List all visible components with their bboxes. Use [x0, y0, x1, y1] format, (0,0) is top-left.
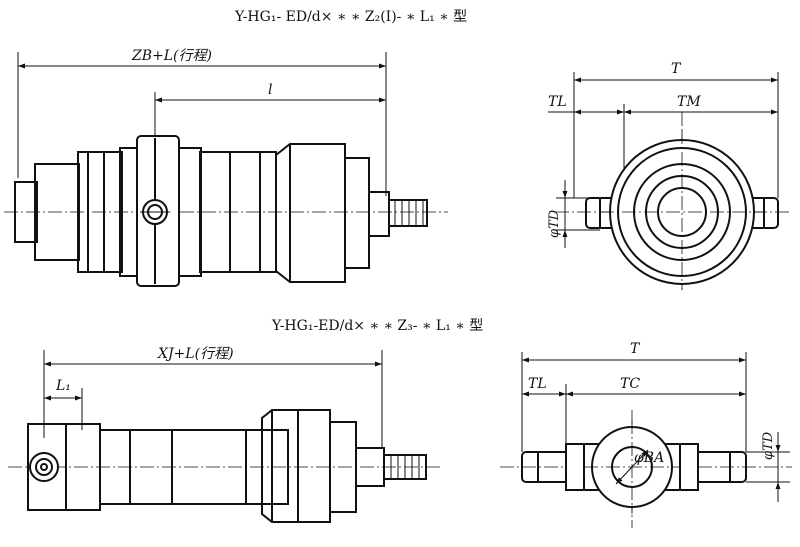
top-side-view: ZB+L(行程) l: [4, 48, 448, 287]
dim-l-label: l: [268, 82, 272, 98]
dim-tm-label: TM: [677, 94, 701, 110]
top-end-view: T TL TM φTD: [547, 61, 792, 290]
dim-tl-bottom-label: TL: [528, 376, 547, 392]
rear-trunnion-pin: [29, 452, 59, 482]
dim-l1-label: L₁: [55, 378, 71, 394]
bottom-side-view: XJ+L(行程) L₁: [8, 346, 440, 523]
bottom-end-view: T TL TC φTD φBA: [500, 341, 792, 528]
dim-zb-label: ZB+L(行程): [131, 48, 212, 64]
dim-tc-label: TC: [620, 376, 640, 392]
dim-t-bottom-label: T: [630, 341, 641, 357]
barrel: [99, 429, 289, 505]
dim-t-label: T: [671, 61, 682, 77]
dimension-ba: [615, 449, 649, 485]
dim-tl-label: TL: [548, 94, 567, 110]
dim-td-bottom-label: φTD: [761, 431, 776, 460]
rod: [368, 191, 390, 237]
dim-ba-label: φBA: [634, 450, 664, 466]
rod-thread: [388, 199, 428, 227]
front-head: [275, 143, 346, 283]
front-gland: [344, 157, 370, 269]
rear-cap: [14, 181, 38, 243]
barrel-rear: [77, 151, 123, 273]
top-title: Y-HG₁- ED/d× ∗ ∗ Z₂(I)- ∗ L₁ ∗ 型: [234, 9, 467, 25]
dim-td-label: φTD: [547, 209, 562, 238]
dim-xj-label: XJ+L(行程): [157, 346, 234, 362]
bottom-title: Y-HG₁-ED/d× ∗ ∗ Z₃- ∗ L₁ ∗ 型: [271, 318, 483, 334]
